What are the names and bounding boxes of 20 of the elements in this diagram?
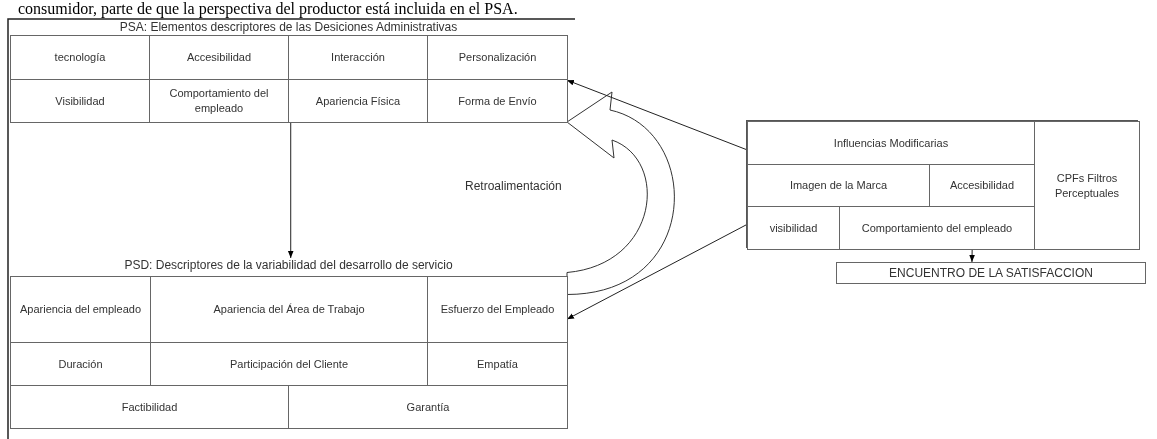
descriptor-cell: Esfuerzo del Empleado [427,276,568,343]
descriptor-cell: Factibilidad [10,385,289,429]
descriptor-cell: Garantía [288,385,568,429]
descriptor-cell: Personalización [427,35,568,80]
descriptor-cell: CPFs Filtros Perceptuales [1034,121,1140,250]
descriptor-cell: tecnología [10,35,150,80]
arrow [287,121,294,259]
descriptor-cell: Forma de Envío [427,79,568,123]
curved-block-arrow [566,91,675,295]
arrow [566,224,747,320]
table-heading: PSD: Descriptores de la variabilidad del desarrollo de servicio [123,258,454,272]
descriptor-cell: Visibilidad [10,79,150,123]
body-text: consumidor, parte de que la perspectiva del productor está incluida en el PSA. [18,0,518,18]
table-box [746,120,1138,248]
result-box: ENCUENTRO DE LA SATISFACCION [836,262,1146,284]
descriptor-cell: visibilidad [747,206,840,250]
descriptor-cell: Apariencia del empleado [10,276,151,343]
table-heading: PSA: Elementos descriptores de las Desiciones Administrativas [118,20,459,34]
arrow [566,79,747,150]
descriptor-cell: Influencias Modificarias [747,121,1035,165]
